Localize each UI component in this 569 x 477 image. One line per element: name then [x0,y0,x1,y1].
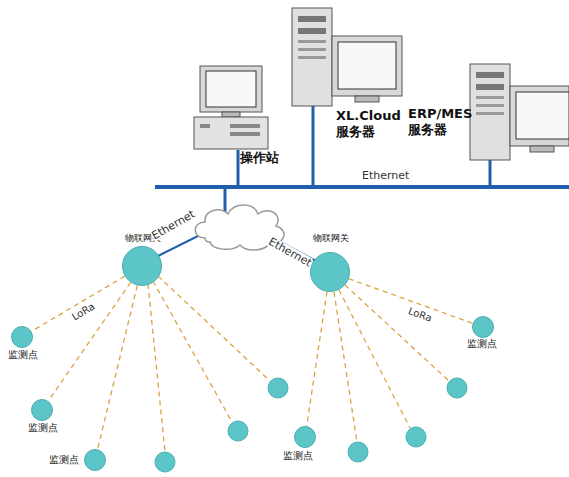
monitor-dot [155,378,467,472]
ethernet-bus [155,185,569,189]
monitor-point: 监测点 [31,399,53,421]
gateway-circle: 物联网关 [310,252,350,292]
device-name: 操作站 [240,150,292,166]
server-icon [292,8,402,106]
workstation-icon [194,66,268,149]
lora-link [48,282,130,401]
device-name: XL.Cloud 服务器 [336,108,417,139]
lora-link [307,292,327,426]
bus-drop [312,105,315,187]
point-name: 监测点 [49,454,79,465]
network-label: Ethernet [150,208,197,241]
point-name: 监测点 [28,422,58,433]
lora-link [31,276,124,331]
bus-drop [489,160,492,187]
network-label: Ethernet [362,170,409,181]
server-icon [470,64,569,160]
device-name: ERP/MES 服务器 [408,106,489,137]
point-name: 监测点 [467,338,497,349]
link-label: LoRa [405,305,434,324]
monitor-point: 监测点 [11,326,33,348]
bus-drop [224,187,227,212]
lora-link [98,285,138,449]
point-name: 监测点 [8,349,38,360]
computer-label: XL.Cloud 服务器 [336,108,417,139]
computer-label: ERP/MES 服务器 [408,106,489,137]
network-label: Ethernet [267,236,314,269]
bus-drop [237,150,240,187]
computer-label: 操作站 [240,150,292,166]
lora-link [148,276,449,452]
monitor-point: 监测点 [84,449,106,471]
monitor-point: 监测点 [294,426,316,448]
point-name: 监测点 [283,450,313,461]
gateway-name: 物联网关 [313,234,349,244]
monitor-point: 监测点 [472,316,494,338]
link-label: LoRa [69,300,97,323]
gateway-circle: 物联网关 [122,246,162,286]
